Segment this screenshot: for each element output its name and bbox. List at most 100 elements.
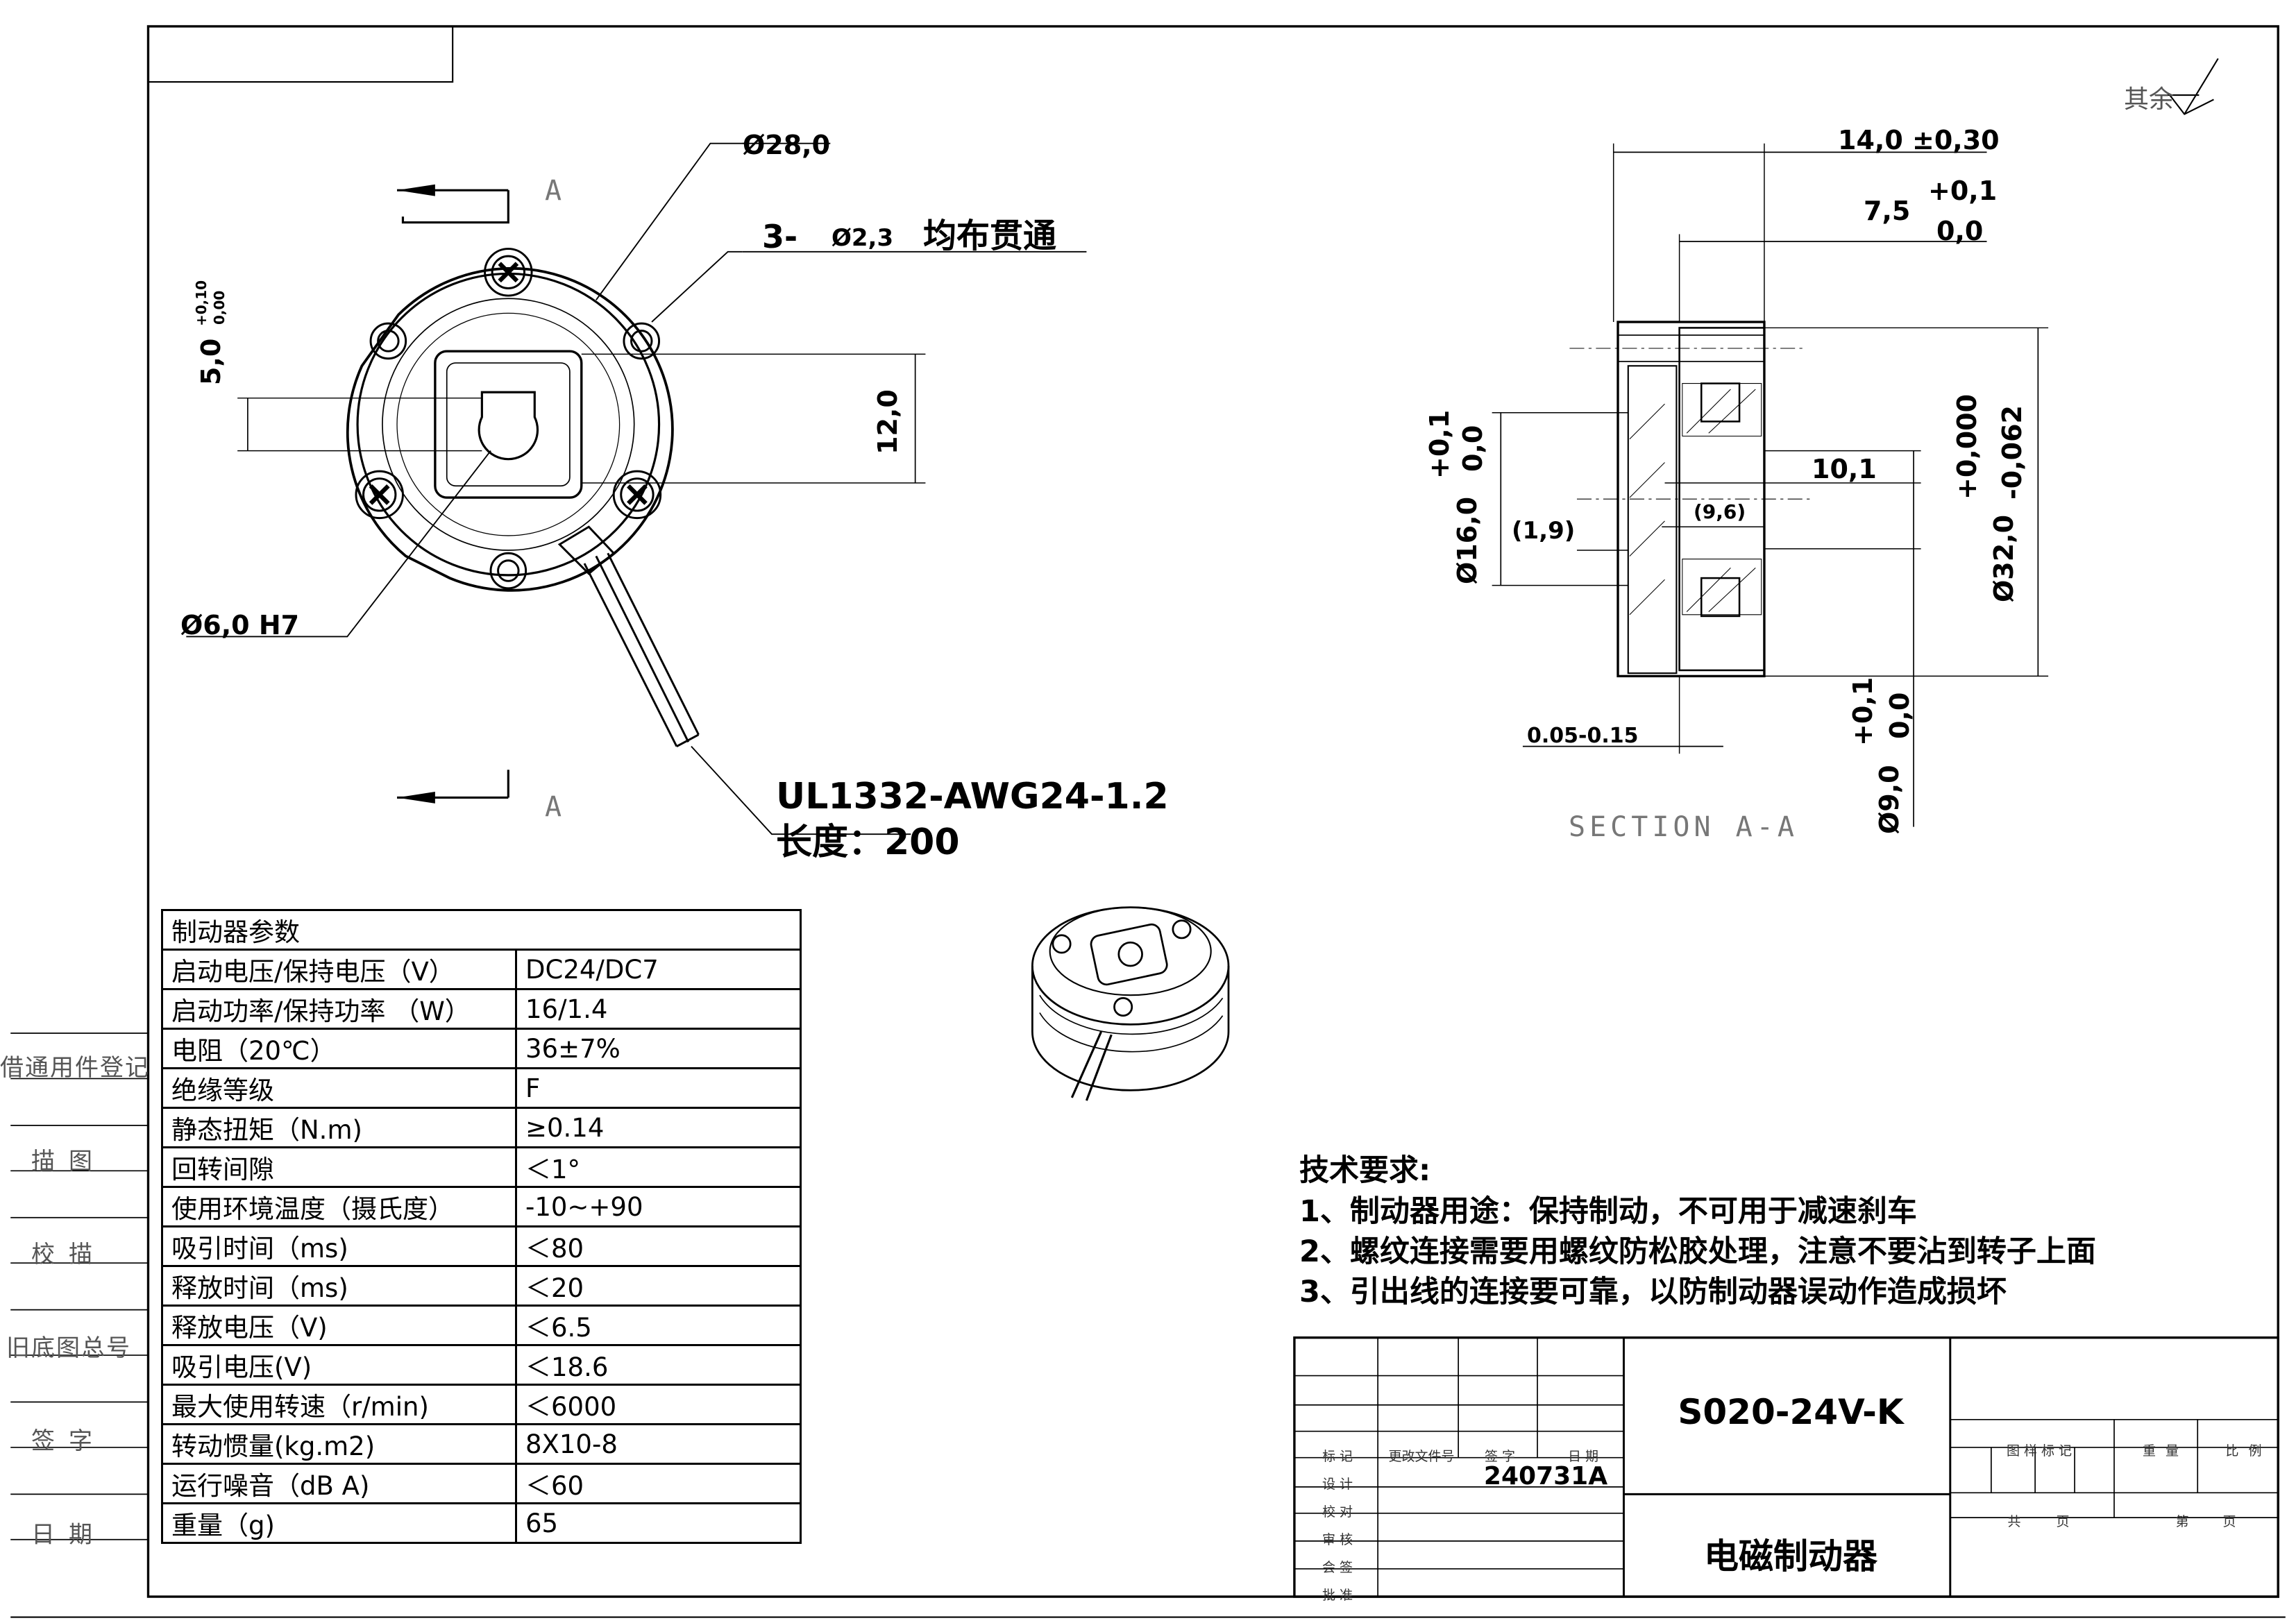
param-name: 启动电压/保持电压（V） (161, 949, 517, 990)
requirements-title: 技术要求: (1299, 1153, 1431, 1188)
table-row: 启动功率/保持功率 （W）16/1.4 (161, 988, 802, 1030)
table-title: 制动器参数 (161, 909, 802, 951)
label-page-2: 页 (2222, 1514, 2240, 1529)
cable-length: 长度：200 (776, 822, 960, 863)
table-row: 启动电压/保持电压（V）DC24/DC7 (161, 949, 802, 990)
table-title-row: 制动器参数 (161, 909, 802, 951)
dim-airgap: 0.05-0.15 (1527, 724, 1639, 748)
col-label-change-doc: 更改文件号 (1388, 1449, 1455, 1464)
dim-length-part: 7,5 (1864, 196, 1911, 226)
col-label-sign: 签字 (1484, 1449, 1519, 1464)
dim-bore: Ø6,0 H7 (180, 610, 300, 640)
dim-dia9-low: 0,0 (1884, 692, 1915, 739)
param-name: 电阻（20℃） (161, 1028, 517, 1069)
dim-dia9-up: +0,1 (1848, 677, 1878, 746)
param-value: ＜80 (515, 1225, 802, 1267)
date-code: 240731A (1483, 1462, 1608, 1490)
label-drawing-mark: 图样标记 (2006, 1443, 2076, 1459)
requirement-item: 2、螺纹连接需要用螺纹防松胶处理，注意不要沾到转子上面 (1299, 1234, 2096, 1269)
table-row: 吸引电压(V)＜18.6 (161, 1344, 802, 1386)
screw-left (355, 470, 404, 520)
table-row: 运行噪音（dB A)＜60 (161, 1463, 802, 1504)
part-name: 电磁制动器 (1704, 1536, 1877, 1577)
cable-spec: UL1332-AWG24-1.2 (776, 776, 1169, 817)
dim-dia9: Ø9,0 (1874, 765, 1905, 834)
table-row: 释放时间（ms)＜20 (161, 1265, 802, 1307)
row-label-approve: 批准 (1322, 1588, 1357, 1603)
param-value: 8X10-8 (515, 1423, 802, 1465)
param-value: -10~+90 (515, 1186, 802, 1227)
dim-dia16: Ø16,0 (1452, 496, 1483, 584)
section-mark-bottom: A (545, 791, 566, 823)
param-value: ≥0.14 (515, 1107, 802, 1148)
dim-key-tol-up: +0,10 (193, 280, 210, 326)
front-view (186, 142, 1087, 835)
param-value: DC24/DC7 (515, 949, 802, 990)
dim-length-part-up: +0,1 (1928, 176, 1998, 206)
row-label-countersign: 会签 (1322, 1560, 1357, 1575)
dim-holes-dia: Ø2,3 (832, 224, 894, 252)
param-value: F (515, 1067, 802, 1109)
section-view (1492, 58, 2219, 827)
param-name: 转动惯量(kg.m2) (161, 1423, 517, 1465)
section-title: SECTION A-A (1569, 811, 1798, 843)
dim-holes-note: 均布贯通 (923, 216, 1057, 255)
param-value: ＜60 (515, 1463, 802, 1504)
param-name: 运行噪音（dB A) (161, 1463, 517, 1504)
param-value: ＜18.6 (515, 1344, 802, 1386)
param-name: 启动功率/保持功率 （W） (161, 988, 517, 1030)
dim-key-tol-low: 0,00 (211, 290, 228, 325)
table-row: 重量（g)65 (161, 1502, 802, 1544)
requirement-item: 1、制动器用途：保持制动，不可用于减速刹车 (1299, 1194, 1917, 1229)
param-value: ＜20 (515, 1265, 802, 1307)
table-row: 回转间隙＜1° (161, 1146, 802, 1188)
model-number: S020-24V-K (1678, 1392, 1904, 1432)
section-mark-top: A (545, 175, 566, 207)
param-value: 65 (515, 1502, 802, 1544)
param-name: 重量（g) (161, 1502, 517, 1544)
param-name: 最大使用转速（r/min) (161, 1384, 517, 1425)
param-name: 使用环境温度（摄氏度） (161, 1186, 517, 1227)
iso-view (1031, 906, 1230, 1101)
dim-key-width: 5,0 (196, 338, 226, 385)
row-label-design: 设计 (1322, 1477, 1357, 1492)
title-block (1293, 1336, 2279, 1598)
dim-dia32-low: -0,062 (1997, 405, 2027, 500)
side-label-check-trace: 校描 (31, 1241, 106, 1268)
requirement-item: 3、引出线的连接要可靠，以防制动器误动作造成损坏 (1299, 1275, 2007, 1309)
side-label-trace: 描图 (31, 1148, 106, 1175)
param-name: 吸引时间（ms) (161, 1225, 517, 1267)
dim-dia32-up: +0,000 (1952, 393, 1982, 500)
dim-outer-diameter: Ø28,0 (743, 130, 831, 160)
table-row: 释放电压（V)＜6.5 (161, 1305, 802, 1346)
label-total: 共 (2007, 1514, 2025, 1529)
param-value: ＜6.5 (515, 1305, 802, 1346)
dim-square: 12,0 (872, 389, 903, 454)
side-label-signature: 签字 (31, 1427, 106, 1455)
param-value: 36±7% (515, 1028, 802, 1069)
col-label-date: 日期 (1567, 1449, 1603, 1464)
screw-right (612, 470, 662, 520)
table-row: 静态扭矩（N.m)≥0.14 (161, 1107, 802, 1148)
roughness-note: 其余 (2124, 85, 2175, 114)
parameter-table: 制动器参数 启动电压/保持电压（V）DC24/DC7 启动功率/保持功率 （W）… (161, 909, 802, 1544)
table-row: 转动惯量(kg.m2)8X10-8 (161, 1423, 802, 1465)
table-row: 电阻（20℃）36±7% (161, 1028, 802, 1069)
dim-gap-2: (9,6) (1694, 500, 1746, 523)
dim-length-part-low: 0,0 (1936, 216, 1984, 246)
dim-dia16-low: 0,0 (1458, 425, 1488, 472)
side-label-register: 借通用件登记 (0, 1054, 150, 1082)
param-value: 16/1.4 (515, 988, 802, 1030)
param-name: 吸引电压(V) (161, 1344, 517, 1386)
label-page: 页 (2056, 1514, 2074, 1529)
param-name: 释放电压（V) (161, 1305, 517, 1346)
dim-dia32: Ø32,0 (1989, 514, 2019, 602)
label-weight: 重量 (2142, 1443, 2188, 1459)
param-name: 静态扭矩（N.m) (161, 1107, 517, 1148)
param-name: 绝缘等级 (161, 1067, 517, 1109)
side-label-date: 日期 (31, 1521, 106, 1549)
row-label-review: 审核 (1322, 1532, 1357, 1547)
param-name: 释放时间（ms) (161, 1265, 517, 1307)
dim-holes-count: 3- (762, 218, 798, 255)
